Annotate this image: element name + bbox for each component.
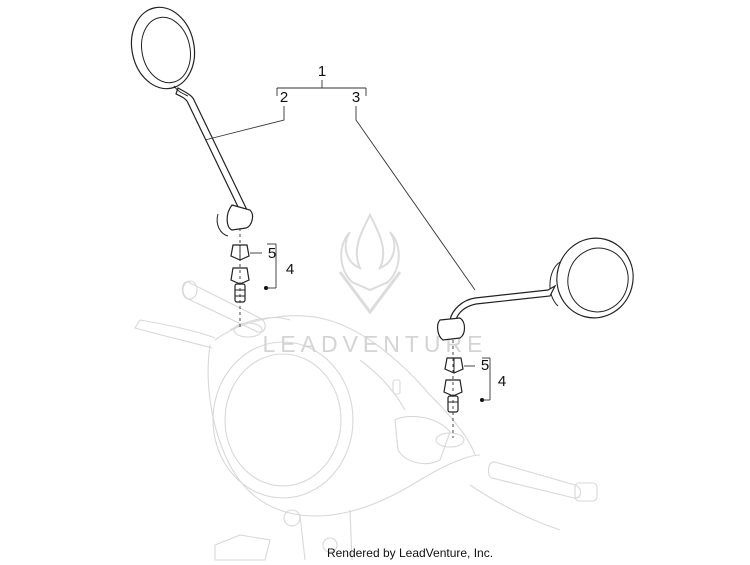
right-mirror-part xyxy=(437,237,634,341)
left-hardware-bracket xyxy=(250,243,277,290)
watermark-flame-icon xyxy=(340,212,400,292)
scooter-handlebar-ghost xyxy=(134,280,598,561)
callout-4-left: 4 xyxy=(286,261,294,278)
watermark-v-icon xyxy=(338,271,402,315)
callout-2: 2 xyxy=(280,89,288,106)
right-nut-part xyxy=(444,357,464,374)
leader-left-mirror xyxy=(204,106,285,141)
render-credit: Rendered by LeadVenture, Inc. xyxy=(327,546,493,560)
leader-right-mirror xyxy=(355,106,476,291)
callout-5-left: 5 xyxy=(268,245,276,262)
callout-5-right: 5 xyxy=(481,357,489,374)
assembly-bracket xyxy=(276,80,367,96)
callout-1: 1 xyxy=(318,63,326,80)
left-mirror-part xyxy=(130,6,254,237)
callout-3: 3 xyxy=(352,89,360,106)
callout-4-right: 4 xyxy=(498,373,506,390)
right-hardware-bracket xyxy=(464,357,491,402)
